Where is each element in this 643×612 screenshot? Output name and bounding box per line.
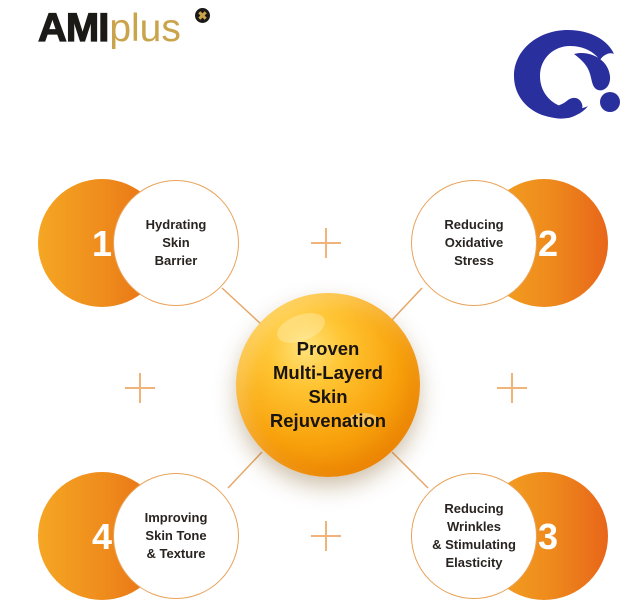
node-4-number: 4 <box>92 516 113 557</box>
center-serum-bubble: Proven Multi-Layerd Skin Rejuvenation <box>236 293 420 477</box>
logo-primary-text: AMI <box>37 5 110 50</box>
x-mark-badge-icon <box>195 8 210 23</box>
bubble-highlight <box>348 413 378 427</box>
node-1-text-circle: Hydrating Skin Barrier <box>113 180 239 306</box>
plus-icon <box>497 373 527 403</box>
node-2-text-circle: Reducing Oxidative Stress <box>411 180 537 306</box>
plus-icon <box>311 521 341 551</box>
node-4-label: Improving Skin Tone & Texture <box>144 510 208 561</box>
center-label: Proven Multi-Layerd Skin Rejuvenation <box>269 338 387 431</box>
plus-icon <box>311 228 341 258</box>
node-3-label: Reducing Wrinkles & Stimulating Elastici… <box>432 501 516 570</box>
node-4-text-circle: Improving Skin Tone & Texture <box>113 473 239 599</box>
logo-secondary-text: plus <box>109 7 181 50</box>
node-2-number: 2 <box>538 223 559 264</box>
node-3-number: 3 <box>538 516 559 557</box>
node-2-label: Reducing Oxidative Stress <box>444 217 504 268</box>
node-1-label: Hydrating Skin Barrier <box>145 217 207 268</box>
plus-icon <box>125 373 155 403</box>
node-1-number: 1 <box>92 223 113 264</box>
blue-swirl-logo-icon <box>514 30 620 119</box>
node-3-text-circle: Reducing Wrinkles & Stimulating Elastici… <box>411 473 537 599</box>
amiplus-logo: AMI plus <box>37 5 181 56</box>
